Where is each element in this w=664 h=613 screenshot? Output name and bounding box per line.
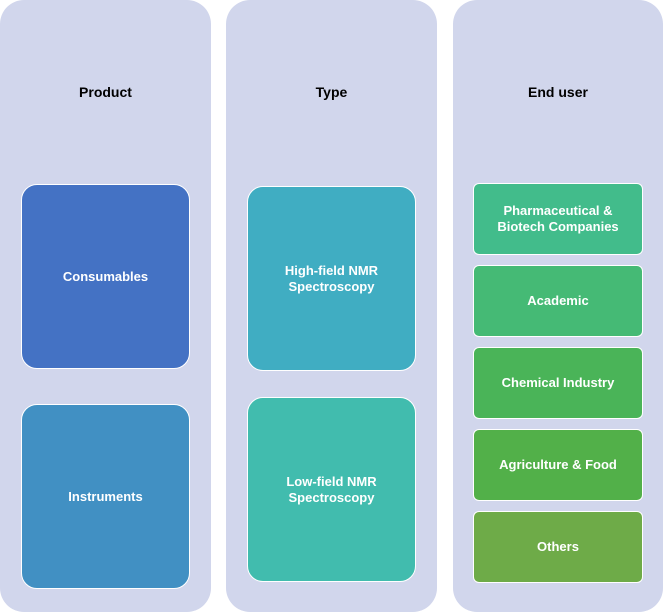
node-label: Chemical Industry <box>501 375 615 390</box>
node-label: Others <box>537 539 579 554</box>
node-instruments: Instruments <box>21 404 190 589</box>
column-title-end-user: End user <box>528 84 588 100</box>
node-agriculture-food: Agriculture & Food <box>473 429 643 501</box>
node-label: Pharmaceutical & Biotech Companies <box>497 203 619 234</box>
node-pharma-biotech: Pharmaceutical & Biotech Companies <box>473 183 643 255</box>
node-consumables: Consumables <box>21 184 190 369</box>
node-label: Consumables <box>62 268 149 284</box>
node-others: Others <box>473 511 643 583</box>
node-label: Academic <box>527 293 589 308</box>
node-label: Agriculture & Food <box>499 457 617 472</box>
column-product: Product Consumables Instruments <box>0 0 211 612</box>
node-chemical-industry: Chemical Industry <box>473 347 643 419</box>
node-label: Instruments <box>68 488 143 504</box>
column-type: Type High-field NMR Spectroscopy Low-fie… <box>226 0 437 612</box>
node-label: High-field NMR Spectroscopy <box>284 262 379 294</box>
node-high-field-nmr: High-field NMR Spectroscopy <box>247 186 416 371</box>
column-title-product: Product <box>79 84 132 100</box>
node-low-field-nmr: Low-field NMR Spectroscopy <box>247 397 416 582</box>
column-end-user: End user Pharmaceutical & Biotech Compan… <box>453 0 663 612</box>
node-label: Low-field NMR Spectroscopy <box>286 473 377 505</box>
node-academic: Academic <box>473 265 643 337</box>
column-title-type: Type <box>315 84 348 100</box>
